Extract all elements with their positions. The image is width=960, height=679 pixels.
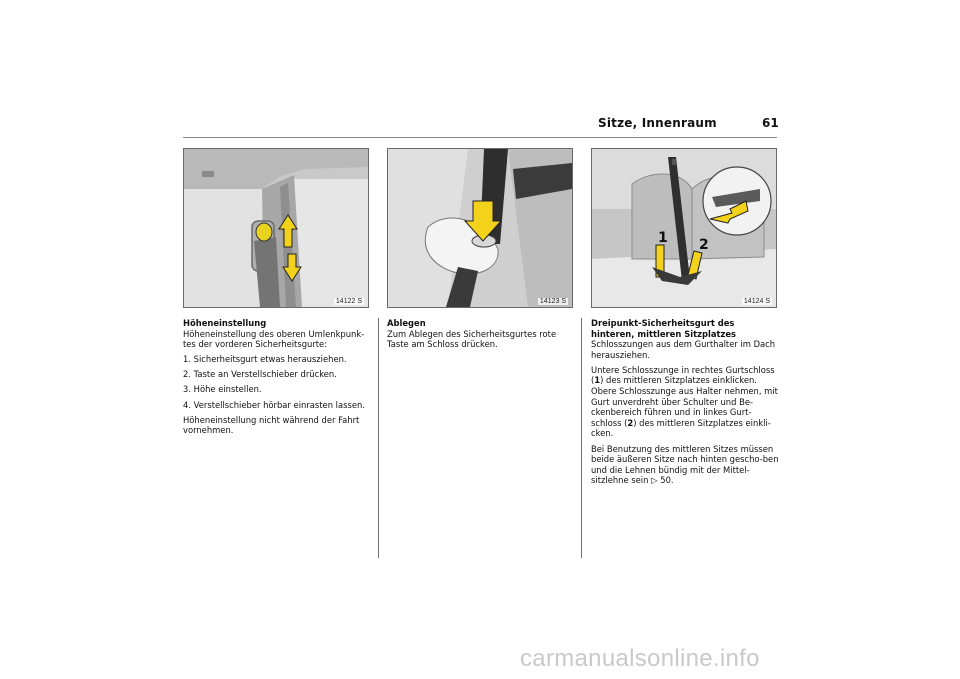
arrow-down-icon (282, 253, 302, 282)
reference-number: 1 (594, 375, 601, 386)
list-item: 3. Höhe einstellen. (183, 384, 262, 395)
paragraph: Höheneinstellung nicht während der Fahrt… (183, 414, 360, 436)
section-heading: Höheneinstellung (183, 318, 267, 328)
watermark: carmanualsonline.info (520, 645, 760, 672)
column-divider (581, 318, 582, 558)
page-number: 61 (762, 116, 779, 130)
figure-code: 14122 S (333, 298, 364, 305)
arrow-up-icon (278, 214, 298, 248)
arrow-down-icon (463, 200, 503, 242)
figure-belt-release: 14123 S (387, 148, 573, 308)
paragraph-text: Untere Schlosszunge in rechtes Gurtschlo… (591, 364, 775, 386)
reference-number: 2 (627, 417, 634, 428)
paragraph: Zum Ablegen des Sicherheitsgurtes rote T… (387, 328, 557, 350)
column-divider (378, 318, 379, 558)
paragraph: Untere Schlosszunge in rechtes Gurtschlo… (591, 365, 779, 439)
list-item: 1. Sicherheitsgurt etwas herausziehen. (183, 354, 347, 365)
column-rear-middle-belt: Dreipunkt-Sicherheitsgurt des hinteren, … (591, 318, 779, 490)
list-item: 2. Taste an Verstellschieber drücken. (183, 369, 337, 380)
page-reference-icon: ▷ (651, 475, 658, 486)
figure-code: 14123 S (537, 298, 568, 305)
figure-code: 14124 S (741, 298, 772, 305)
paragraph: Höheneinstellung des oberen Umlenkpunk-t… (183, 328, 365, 350)
header-title: Sitze, Innenraum (598, 116, 717, 130)
paragraph: Bei Benutzung des mittleren Sitzes müsse… (591, 444, 779, 486)
column-release: Ablegen Zum Ablegen des Sicherheitsgurte… (387, 318, 573, 354)
paragraph-text: ) des mittleren Sitzplatzes einkli-cken. (591, 417, 771, 439)
header-rule (183, 137, 777, 138)
paragraph-text: Bei Benutzung des mittleren Sitzes müsse… (591, 443, 779, 486)
arrow-down-icon (709, 200, 749, 224)
belt-adjuster-illustration (184, 149, 368, 307)
list-item: 4. Verstellschieber hörbar einrasten las… (183, 399, 365, 410)
paragraph: Schlosszungen aus dem Gurthalter im Dach… (591, 339, 776, 360)
section-heading: Ablegen (387, 318, 426, 328)
belt-release-illustration (388, 149, 572, 307)
section-heading: Dreipunkt-Sicherheitsgurt des hinteren, … (591, 318, 737, 339)
rear-seat-illustration: 1 2 (592, 149, 776, 307)
paragraph-text: ) des mittleren Sitzplatzes einklicken. … (591, 375, 778, 428)
column-height-adjustment: Höheneinstellung Höheneinstellung des ob… (183, 318, 371, 440)
figure-belt-height-adjuster: 14122 S (183, 148, 369, 308)
page-reference: 50. (660, 475, 674, 486)
figure-rear-middle-belt: 1 2 14124 S (591, 148, 777, 308)
callout-label-1: 1 (658, 230, 668, 246)
callout-label-2: 2 (699, 237, 709, 253)
